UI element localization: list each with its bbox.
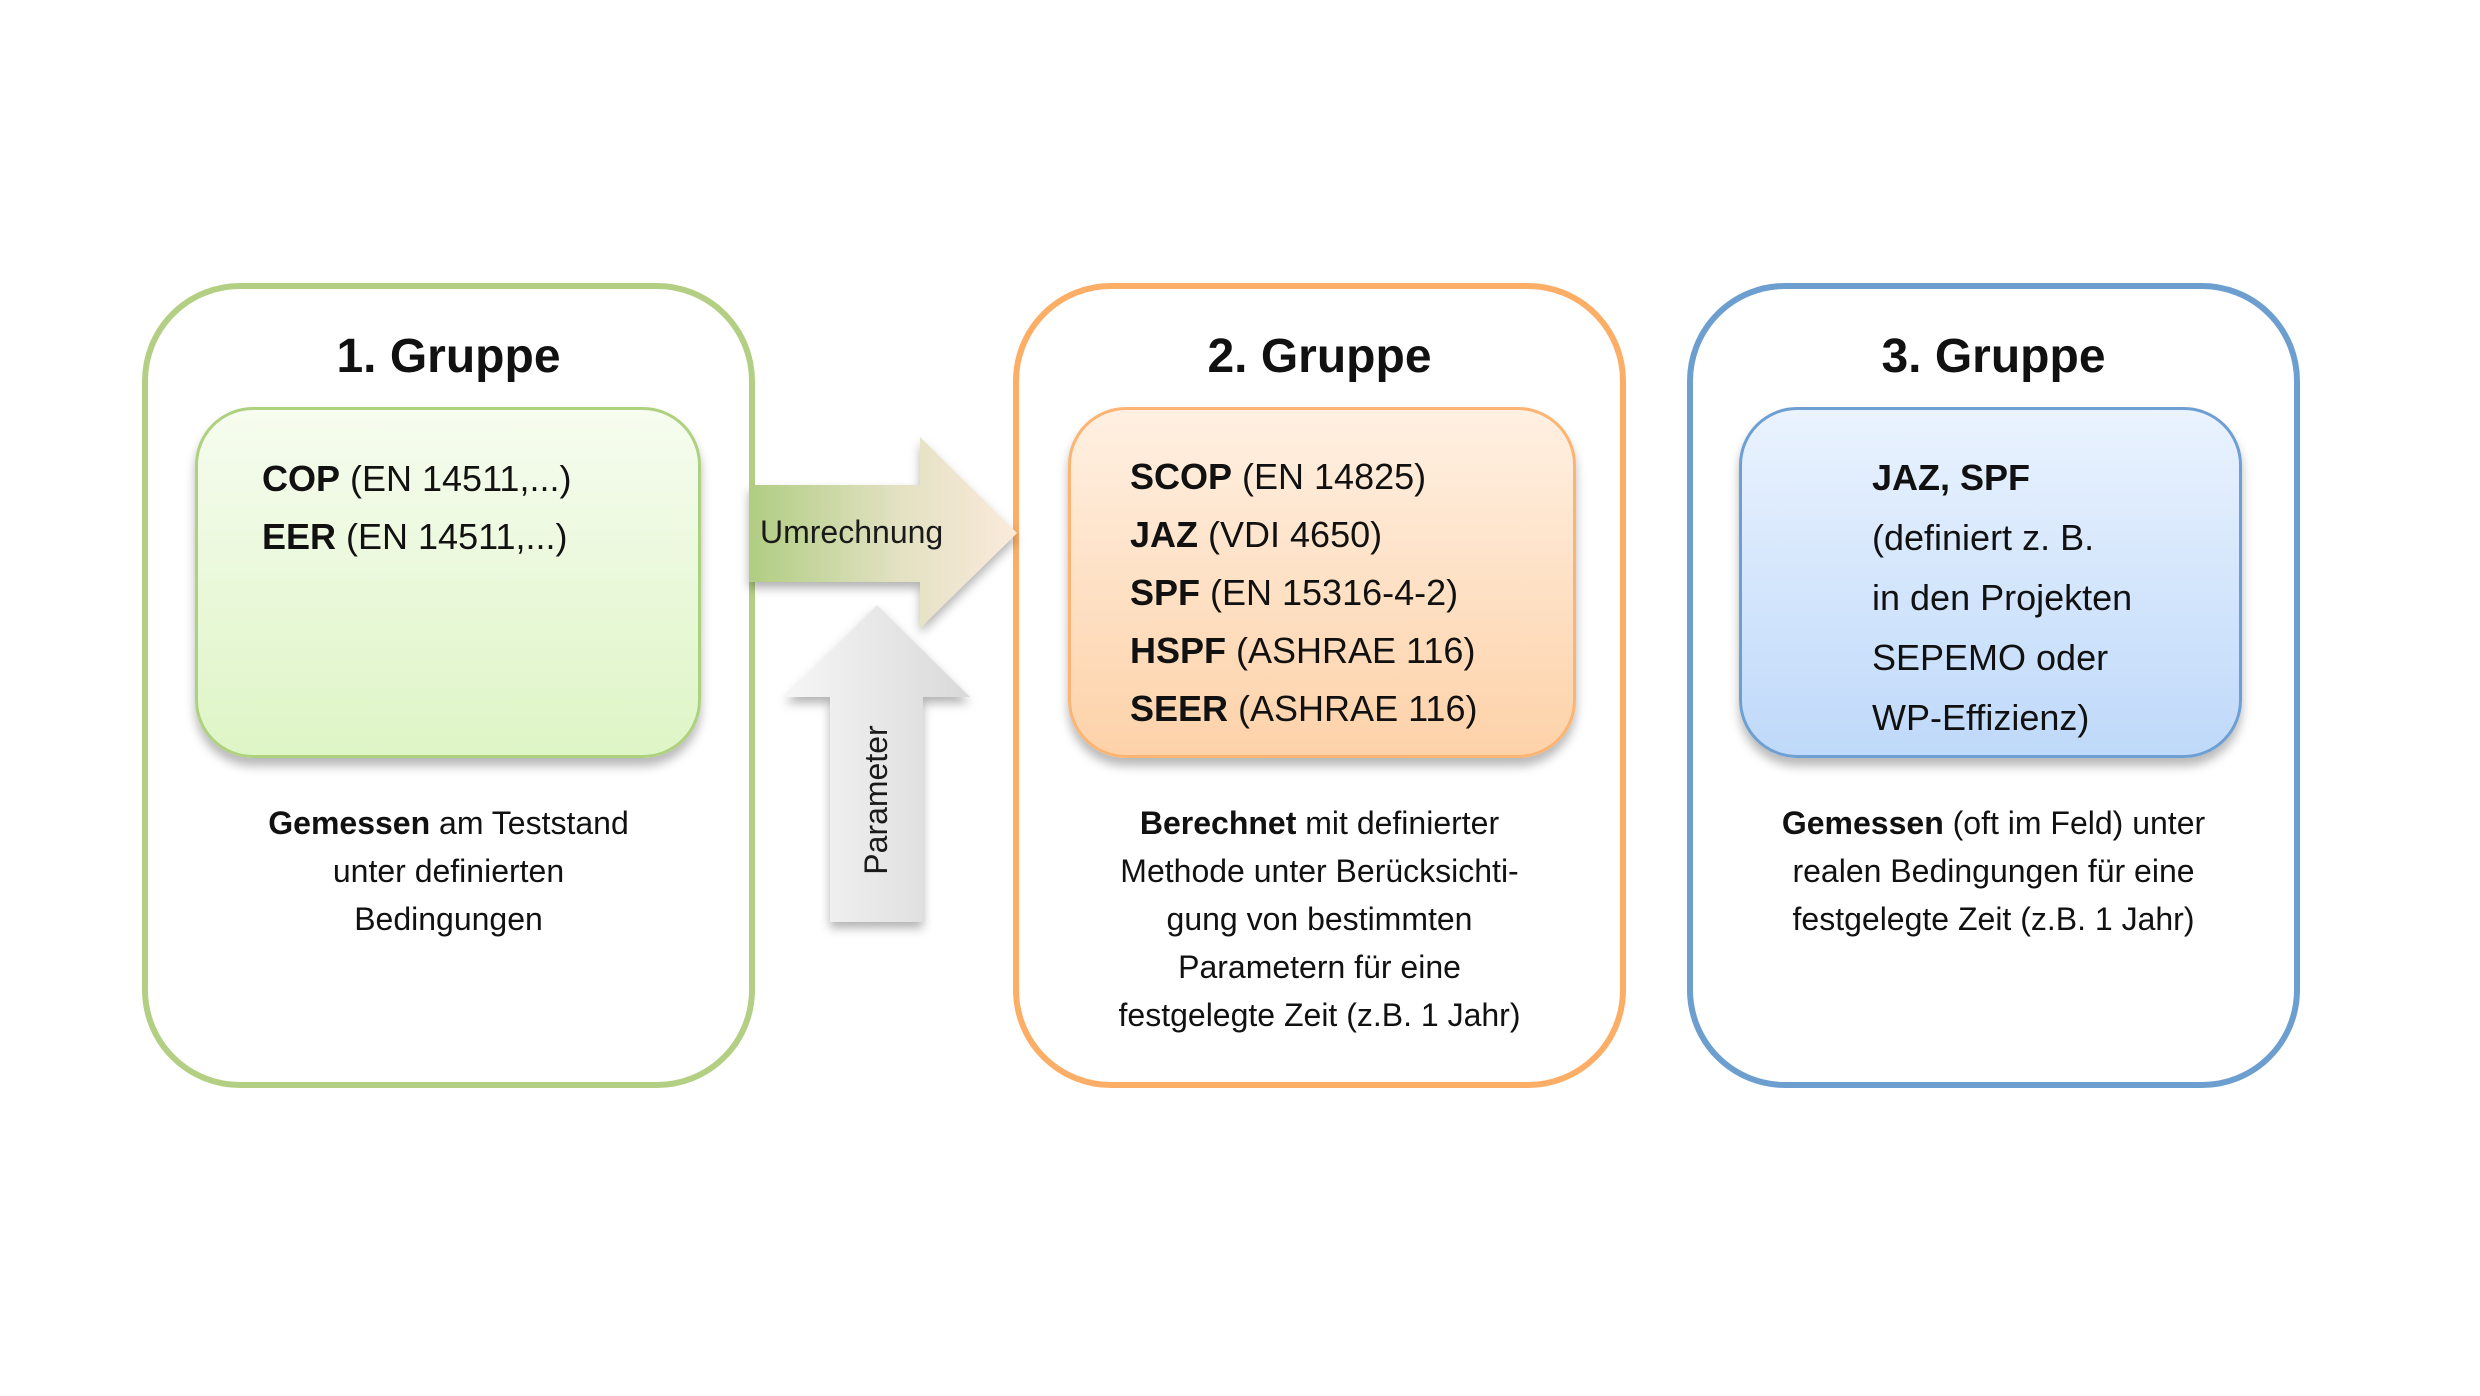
- metric-item: COP (EN 14511,...): [262, 450, 571, 508]
- group-1-box: 1. Gruppe COP (EN 14511,...) EER (EN 145…: [142, 283, 755, 1088]
- metric-standard: (EN 14511,...): [340, 458, 572, 499]
- metric-item: SCOP (EN 14825): [1130, 448, 1477, 506]
- caption-line: festgelegte Zeit (z.B. 1 Jahr): [1792, 901, 2195, 937]
- caption-line: realen Bedingungen für eine: [1792, 853, 2195, 889]
- caption-line: Methode unter Berücksichti-: [1120, 853, 1519, 889]
- caption-line: Parametern für eine: [1178, 949, 1461, 985]
- metric-standard: (EN 14511,...): [336, 516, 568, 557]
- caption-line: mit definierter: [1296, 805, 1500, 841]
- metric-item: HSPF (ASHRAE 116): [1130, 622, 1477, 680]
- group-3-metrics-list: JAZ, SPF (definiert z. B. in den Projekt…: [1872, 448, 2132, 748]
- group-1-metrics-list: COP (EN 14511,...) EER (EN 14511,...): [262, 450, 571, 566]
- caption-keyword: Gemessen: [1781, 805, 1944, 841]
- metric-name: SPF: [1130, 572, 1201, 613]
- group-3-metrics-box: JAZ, SPF (definiert z. B. in den Projekt…: [1739, 407, 2242, 758]
- metric-name: SCOP: [1130, 456, 1233, 497]
- metric-note-line: in den Projekten: [1872, 577, 2133, 618]
- group-2-caption: Berechnet mit definierter Methode unter …: [1019, 799, 1620, 1039]
- metric-item: SPF (EN 15316-4-2): [1130, 564, 1477, 622]
- metric-item: JAZ, SPF: [1872, 448, 2132, 508]
- metric-note-line: (definiert z. B.: [1872, 517, 2095, 558]
- group-2-metrics-box: SCOP (EN 14825) JAZ (VDI 4650) SPF (EN 1…: [1068, 407, 1576, 758]
- group-2-metrics-list: SCOP (EN 14825) JAZ (VDI 4650) SPF (EN 1…: [1130, 448, 1477, 738]
- group-1-metrics-box: COP (EN 14511,...) EER (EN 14511,...): [195, 407, 701, 758]
- group-1-title: 1. Gruppe: [336, 330, 561, 383]
- caption-line: (oft im Feld) unter: [1943, 805, 2206, 841]
- caption-keyword: Gemessen: [268, 805, 431, 841]
- metric-standard: (VDI 4650): [1198, 514, 1383, 555]
- caption-line: festgelegte Zeit (z.B. 1 Jahr): [1118, 997, 1521, 1033]
- metric-standard: (EN 14825): [1232, 456, 1427, 497]
- metric-name: HSPF: [1130, 630, 1227, 671]
- metric-name: JAZ, SPF: [1872, 457, 2031, 498]
- group-3-box: 3. Gruppe JAZ, SPF (definiert z. B. in d…: [1687, 283, 2300, 1088]
- metric-name: JAZ: [1130, 514, 1199, 555]
- parameter-arrow-label: Parameter: [858, 725, 894, 875]
- metric-item: EER (EN 14511,...): [262, 508, 571, 566]
- group-3-caption: Gemessen (oft im Feld) unter realen Bedi…: [1693, 799, 2294, 943]
- metric-name: COP: [262, 458, 341, 499]
- group-3-title: 3. Gruppe: [1881, 330, 2106, 383]
- metric-name: SEER: [1130, 688, 1229, 729]
- metric-name: EER: [262, 516, 337, 557]
- metric-standard: (ASHRAE 116): [1228, 688, 1478, 729]
- group-1-caption: Gemessen am Teststand unter definierten …: [148, 799, 749, 943]
- caption-line: unter definierten: [332, 853, 565, 889]
- metric-note-line: SEPEMO oder: [1872, 637, 2109, 678]
- caption-keyword: Berechnet: [1139, 805, 1297, 841]
- conversion-arrow-label: Umrechnung: [760, 514, 944, 550]
- group-2-box: 2. Gruppe SCOP (EN 14825) JAZ (VDI 4650)…: [1013, 283, 1626, 1088]
- group-2-title: 2. Gruppe: [1207, 330, 1432, 383]
- metric-item: JAZ (VDI 4650): [1130, 506, 1477, 564]
- metric-note-line: WP-Effizienz): [1872, 697, 2090, 738]
- metric-standard: (EN 15316-4-2): [1200, 572, 1459, 613]
- metric-standard: (ASHRAE 116): [1226, 630, 1476, 671]
- caption-line: am Teststand: [430, 805, 629, 841]
- metric-item: SEER (ASHRAE 116): [1130, 680, 1477, 738]
- caption-line: Bedingungen: [354, 901, 543, 937]
- caption-line: gung von bestimmten: [1166, 901, 1473, 937]
